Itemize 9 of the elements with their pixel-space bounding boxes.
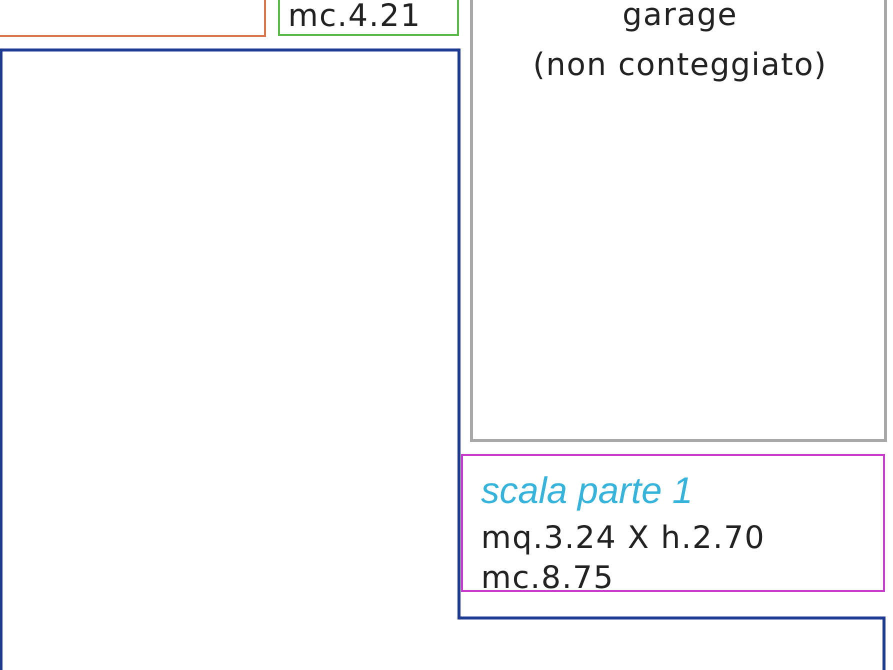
room-label: garage [622, 0, 738, 33]
room-outline [0, 0, 266, 37]
room-label: mc.4.21 [288, 0, 422, 34]
room-outline [278, 0, 459, 36]
garage-outline [470, 0, 887, 442]
room-label: mc.8.75 [481, 560, 614, 596]
room-title: scala parte 1 [481, 470, 693, 512]
room-label: mq.3.24 X h.2.70 [481, 520, 766, 556]
room-label: (non conteggiato) [532, 47, 828, 83]
